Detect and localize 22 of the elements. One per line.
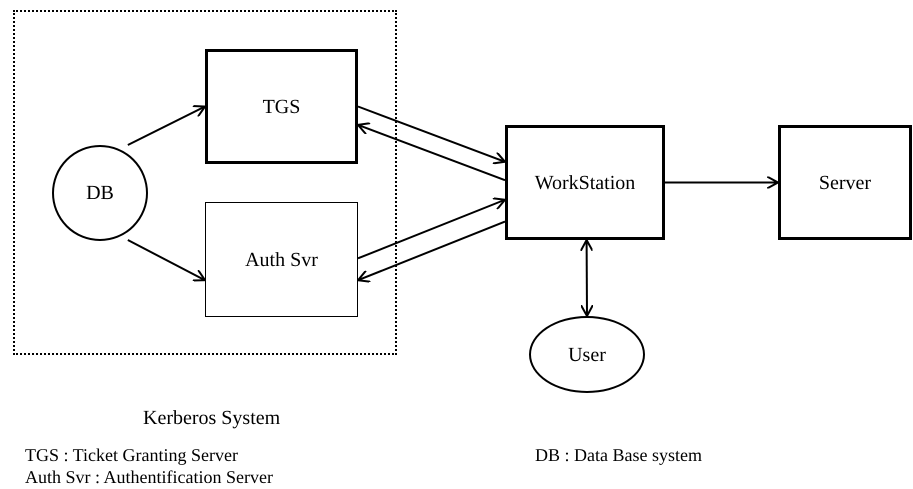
- node-label: Server: [818, 170, 872, 196]
- node-label: WorkStation: [534, 170, 636, 196]
- node-label: User: [568, 342, 606, 368]
- legend-note: TGS : Ticket Granting Server: [25, 444, 238, 466]
- node-label: TGS: [262, 94, 300, 120]
- arrow: [358, 106, 506, 165]
- process-box: [505, 125, 665, 240]
- arrow: [358, 197, 506, 260]
- arrow: [127, 239, 206, 282]
- process-box: [778, 125, 912, 240]
- process-box: [205, 202, 358, 317]
- arrow: [357, 122, 506, 182]
- arrow: [127, 105, 206, 146]
- arrow: [357, 220, 506, 283]
- legend-note: DB : Data Base system: [535, 444, 702, 466]
- node-label: Auth Svr: [245, 248, 318, 272]
- legend-note: Auth Svr : Authentification Server: [25, 466, 273, 488]
- arrow: [665, 176, 779, 190]
- arrow: [580, 239, 594, 317]
- group-title: Kerberos System: [143, 406, 280, 431]
- node-label: DB: [86, 181, 114, 206]
- process-box: [205, 49, 358, 164]
